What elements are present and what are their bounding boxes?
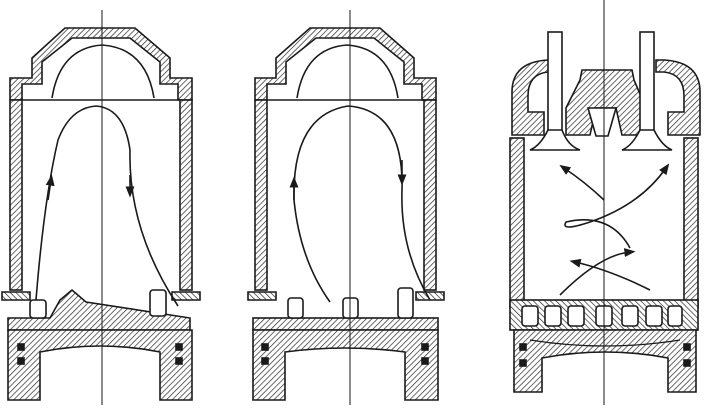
valve-stem-left: [547, 31, 563, 133]
combustion-dome: [296, 44, 399, 99]
port-left: [1, 291, 31, 301]
right-liner-wall: [683, 137, 699, 309]
piston-skirt: [252, 329, 439, 401]
port-left: [247, 291, 277, 301]
port-right: [171, 291, 201, 301]
flow-path: [559, 164, 605, 201]
panel-uniflow-scavenging: [509, 0, 701, 405]
piston-crown: [513, 329, 697, 393]
flow-path: [564, 163, 670, 249]
valve-head-right: [621, 129, 673, 151]
combustion-dome: [51, 44, 155, 99]
piston-skirt: [7, 329, 193, 401]
port-right: [415, 291, 445, 301]
left-liner-wall: [9, 99, 23, 291]
piston-crown: [252, 317, 439, 331]
piston-window-1: [29, 299, 47, 319]
injector: [586, 107, 618, 137]
piston-window-2: [149, 289, 167, 317]
left-liner-wall: [509, 137, 525, 309]
panel-loop-scavenging: [247, 10, 445, 405]
valve-head-left: [529, 129, 581, 151]
right-liner-wall: [423, 99, 437, 291]
right-liner-wall: [179, 99, 193, 291]
flow-path: [559, 248, 636, 296]
piston-window-3: [397, 287, 414, 319]
exhaust-port-right: [655, 59, 701, 136]
panel-cross-scavenging: [1, 10, 201, 405]
left-liner-wall: [254, 99, 268, 291]
flow-path: [35, 105, 179, 307]
piston-window-1: [287, 297, 304, 319]
valve-stem-right: [639, 31, 655, 133]
flow-path: [293, 105, 431, 303]
flow-path: [569, 258, 651, 291]
